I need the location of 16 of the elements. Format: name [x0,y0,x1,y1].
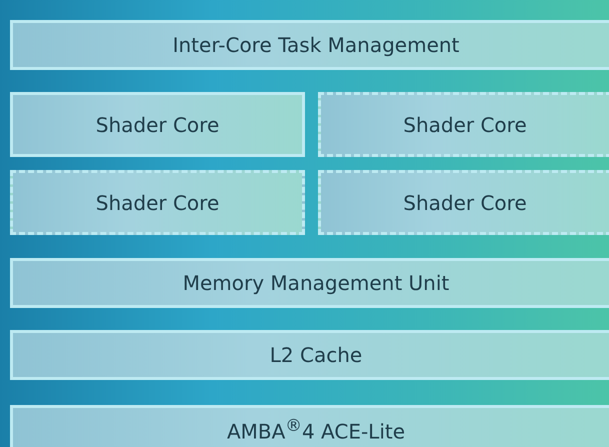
block-box [10,170,305,235]
block-label: Inter-Core Task Management [172,33,460,57]
block-box [318,170,609,235]
block-label: L2 Cache [270,343,362,367]
block-label: Shader Core [96,112,220,136]
block-box [318,92,609,157]
block-box [10,20,609,70]
block-label: AMBA$^{®}$4 ACE-Lite [226,416,406,444]
block-box [10,405,609,447]
block-box [10,258,609,308]
block-label: Shader Core [96,190,220,214]
block-box [10,330,609,380]
block-label: Shader Core [403,190,527,214]
block-label: Memory Management Unit [182,271,450,295]
block-box [10,92,305,157]
block-label: Shader Core [403,112,527,136]
